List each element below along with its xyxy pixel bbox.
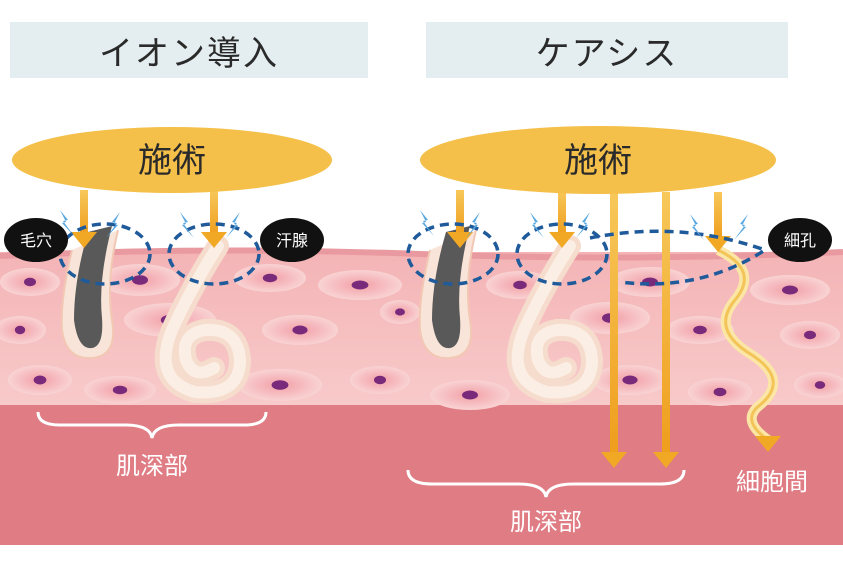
arrow-micropore-shaft	[714, 192, 722, 240]
header-ion-introduction: イオン導入	[10, 22, 368, 78]
gland-circle-left	[167, 222, 261, 286]
arrow-pore-right-head	[447, 232, 473, 248]
spark-4	[420, 210, 434, 236]
arrow-intercellular-head	[755, 436, 781, 452]
spark-8	[690, 214, 704, 240]
cell-nucleus-14	[33, 375, 47, 385]
spark-9	[734, 214, 748, 240]
cell-nucleus-2	[262, 273, 278, 283]
spark-3	[226, 212, 240, 238]
arrow-deep-1-shaft	[610, 192, 618, 456]
arrow-gland-left-shaft	[210, 190, 218, 236]
spark-6	[530, 212, 544, 238]
treatment-label-left: 施術	[138, 141, 206, 181]
cell-nucleus-4	[513, 280, 527, 290]
cell-nucleus-18	[462, 390, 478, 400]
skin-surface	[0, 247, 843, 261]
arrow-pore-left-head	[71, 232, 97, 248]
cell-nucleus-3	[351, 280, 369, 290]
micropore-label: 細孔	[784, 231, 816, 250]
brace-right	[406, 469, 686, 498]
spark-0	[60, 210, 74, 236]
arrow-gland-right-shaft	[558, 190, 566, 236]
arrow-deep-2-shaft	[662, 192, 670, 456]
arrow-gland-right-head	[549, 232, 575, 248]
deep-skin-label-left: 肌深部	[116, 452, 188, 480]
cell-nucleus-13	[804, 330, 816, 340]
cell-nucleus-6	[782, 285, 798, 295]
intercellular-label: 細胞間	[736, 468, 808, 496]
arrow-deep-2-head	[653, 452, 679, 468]
pore-circle-left	[58, 222, 152, 286]
arrow-pore-right-shaft	[456, 190, 464, 236]
sweat-gland-label-bubble	[260, 218, 324, 262]
pore-label: 毛穴	[20, 231, 52, 250]
cell-nucleus-20	[713, 387, 727, 397]
hair-follicle-left	[60, 226, 119, 360]
cell-nucleus-15	[112, 385, 128, 395]
sweat-gland-label: 汗腺	[276, 231, 308, 250]
hair-follicle-right	[418, 226, 477, 360]
cell-nucleus-12	[693, 325, 707, 335]
brace-left	[36, 411, 268, 439]
cell-nucleus-0	[24, 277, 36, 287]
penetration-arrows	[71, 190, 781, 468]
arrow-pore-left-shaft	[80, 190, 88, 236]
arrow-gland-left-head	[201, 232, 227, 248]
arrow-deep-1-head	[601, 452, 627, 468]
deep-skin-label-right: 肌深部	[510, 508, 582, 536]
spark-5	[466, 212, 480, 238]
ion-sparks	[60, 210, 748, 240]
treatment-label-right: 施術	[564, 141, 632, 181]
cell-nucleus-9	[292, 325, 308, 335]
cell-nucleus-1	[132, 275, 148, 285]
treatment-ellipse-right	[420, 126, 776, 194]
spark-7	[576, 212, 590, 238]
spark-1	[106, 212, 120, 238]
cell-nucleus-16	[271, 380, 289, 390]
pore-label-bubble	[4, 218, 68, 262]
cell-nucleus-19	[622, 375, 638, 385]
spark-2	[180, 212, 194, 238]
pore-circle-right	[406, 222, 500, 286]
gland-circle-right	[515, 222, 609, 286]
cell-nucleus-10	[395, 308, 405, 316]
micropore-dashed-line	[589, 229, 769, 286]
cell-nucleus-17	[374, 375, 386, 385]
sweat-gland-right	[506, 235, 604, 404]
micropore-label-bubble	[768, 218, 832, 262]
header-careasys: ケアシス	[426, 22, 788, 78]
cell-nucleus-21	[814, 381, 826, 389]
cell-nucleus-7	[14, 325, 26, 335]
sweat-gland-left	[154, 235, 252, 404]
treatment-ellipse-left	[12, 127, 332, 193]
